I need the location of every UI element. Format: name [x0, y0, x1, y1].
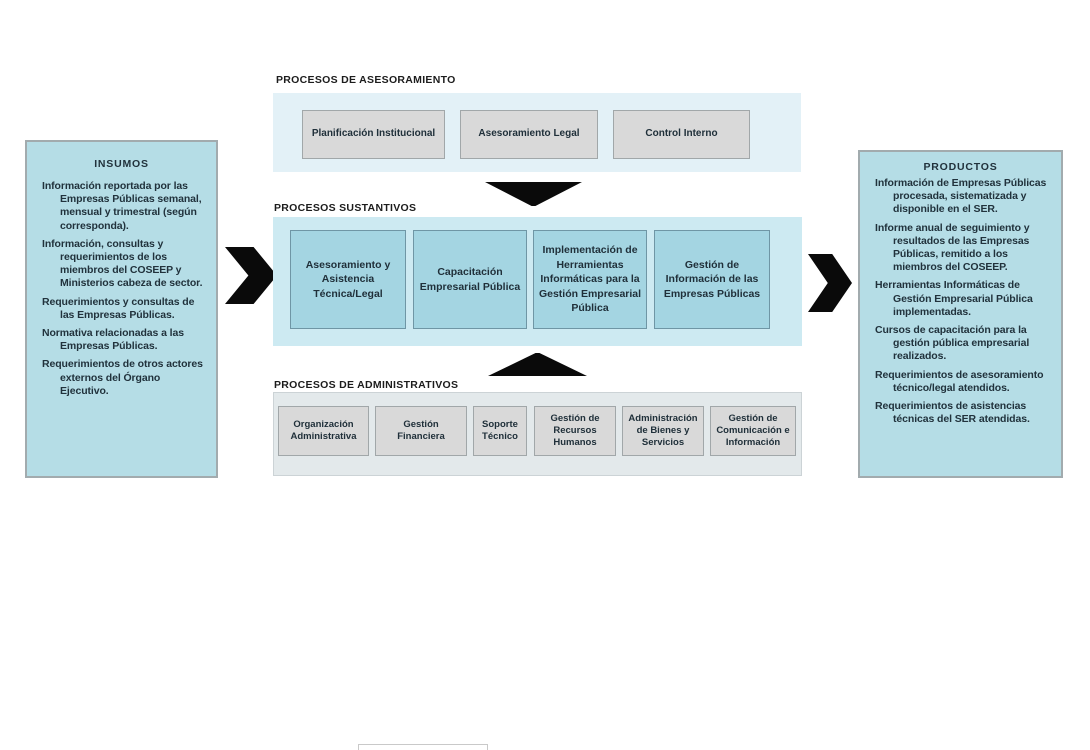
- productos-item: Herramientas Informáticas de Gestión Emp…: [875, 279, 1033, 318]
- productos-panel: PRODUCTOS Información de Empresas Públic…: [858, 150, 1063, 478]
- process-box-soporte-tecnico: Soporte Técnico: [473, 406, 527, 456]
- admin-section-label: PROCESOS DE ADMINISTRATIVOS: [274, 379, 459, 391]
- admin-band: Organización Administrativa Gestión Fina…: [273, 392, 802, 476]
- productos-item-list: Información de Empresas Públicas procesa…: [860, 177, 1061, 426]
- insumos-item: Requerimientos de otros actores externos…: [42, 358, 203, 397]
- insumos-item: Normativa relacionadas a las Empresas Pú…: [42, 327, 184, 353]
- process-box-recursos-humanos: Gestión de Recursos Humanos: [534, 406, 616, 456]
- chevron-right-icon: [225, 247, 277, 304]
- partial-bottom-box: [358, 744, 488, 750]
- advisory-section-label: PROCESOS DE ASESORAMIENTO: [276, 74, 456, 86]
- process-box-implementacion-herramientas: Implementación de Herramientas Informáti…: [533, 230, 647, 329]
- triangle-down-icon: [485, 182, 582, 206]
- process-box-asesoramiento-legal: Asesoramiento Legal: [460, 110, 598, 159]
- process-box-bienes-servicios: Administración de Bienes y Servicios: [622, 406, 704, 456]
- productos-item: Informe anual de seguimiento y resultado…: [875, 221, 1030, 274]
- insumos-item: Información reportada por las Empresas P…: [42, 180, 202, 232]
- advisory-band: Planificación Institucional Asesoramient…: [273, 93, 801, 172]
- productos-item: Requerimientos de asistencias técnicas d…: [875, 400, 1030, 426]
- process-box-asesoramiento-asistencia: Asesoramiento y Asistencia Técnica/Legal: [290, 230, 406, 329]
- process-box-organizacion-administrativa: Organización Administrativa: [278, 406, 369, 456]
- insumos-item-list: Información reportada por las Empresas P…: [27, 180, 216, 398]
- productos-title: PRODUCTOS: [923, 161, 998, 173]
- insumos-item: Requerimientos y consultas de las Empres…: [42, 295, 195, 321]
- insumos-panel: INSUMOS Información reportada por las Em…: [25, 140, 218, 478]
- chevron-right-icon: [808, 254, 852, 312]
- triangle-up-icon: [488, 353, 587, 376]
- substantive-band: Asesoramiento y Asistencia Técnica/Legal…: [273, 217, 802, 346]
- process-box-planificacion-institucional: Planificación Institucional: [302, 110, 445, 159]
- insumos-item: Información, consultas y requerimientos …: [42, 237, 203, 290]
- process-box-capacitacion-empresarial: Capacitación Empresarial Pública: [413, 230, 527, 329]
- substantive-section-label: PROCESOS SUSTANTIVOS: [274, 202, 417, 214]
- productos-item: Información de Empresas Públicas procesa…: [875, 177, 1047, 216]
- process-box-control-interno: Control Interno: [613, 110, 750, 159]
- insumos-title: INSUMOS: [94, 158, 149, 170]
- process-box-comunicacion-informacion: Gestión de Comunicación e Información: [710, 406, 796, 456]
- productos-item: Cursos de capacitación para la gestión p…: [875, 324, 1030, 363]
- productos-item: Requerimientos de asesoramiento técnico/…: [875, 368, 1044, 394]
- process-box-gestion-financiera: Gestión Financiera: [375, 406, 467, 456]
- process-box-gestion-informacion: Gestión de Información de las Empresas P…: [654, 230, 770, 329]
